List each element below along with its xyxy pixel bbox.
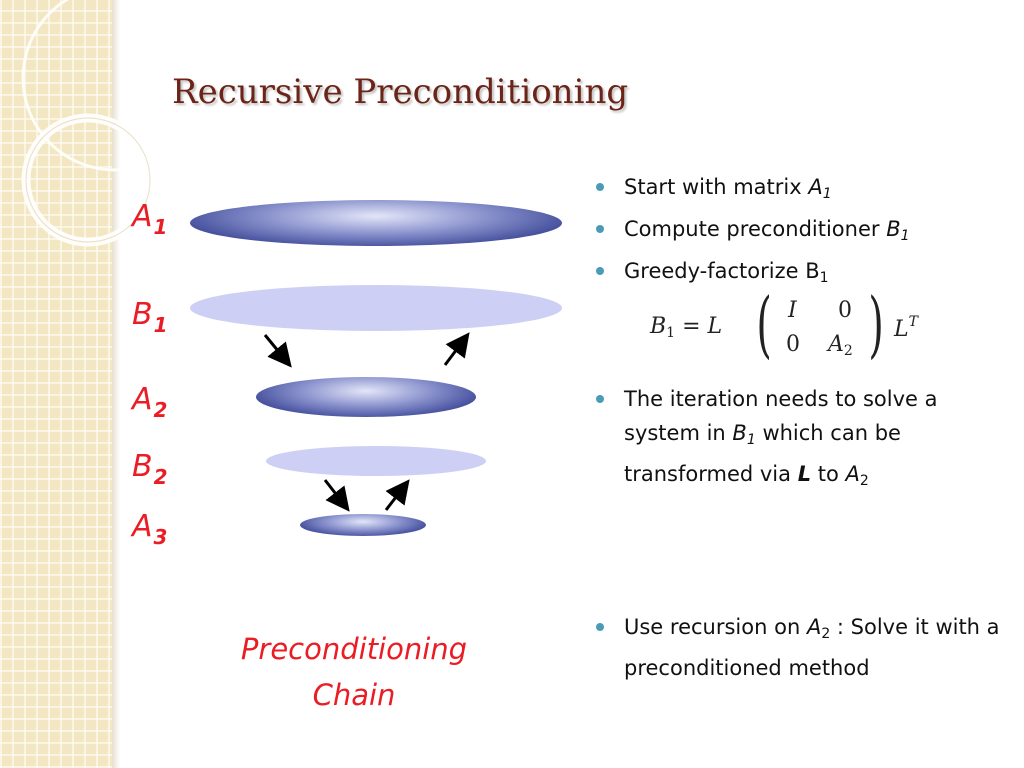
matrix-cell-12: 0 bbox=[838, 298, 852, 323]
arrow-up-right-upper bbox=[443, 332, 470, 366]
ellipse-a3 bbox=[300, 514, 426, 536]
formula-lhs-sub: 1 bbox=[666, 325, 676, 341]
bullet-4-var: B bbox=[732, 421, 747, 445]
bullet-4: The iteration needs to solve a system in… bbox=[596, 382, 1006, 498]
factorization-formula: B1 = L ( I 0 0 A2 ) LT bbox=[650, 288, 940, 366]
bullet-2-text: Compute preconditioner bbox=[624, 217, 887, 241]
label-b2: B2 bbox=[132, 449, 168, 489]
bullet-5-text-2: : Solve it with a preconditioned method bbox=[624, 615, 1000, 680]
label-b2-sub: 2 bbox=[153, 465, 168, 489]
ellipse-b2 bbox=[266, 446, 486, 476]
caption-line-1: Preconditioning bbox=[240, 632, 468, 666]
decorative-circles bbox=[21, 0, 200, 247]
bullet-dot-icon bbox=[596, 225, 604, 233]
bullet-4-sub: 1 bbox=[746, 432, 756, 448]
arrow-up-right-lower bbox=[384, 479, 410, 511]
slide-title: Recursive Preconditioning bbox=[172, 72, 629, 112]
left-paren-icon: ( bbox=[756, 282, 772, 366]
label-a1-letter: A bbox=[132, 199, 153, 234]
bullet-3-sub: 1 bbox=[819, 270, 829, 286]
bullet-2-sub: 1 bbox=[900, 228, 910, 244]
label-b1: B1 bbox=[132, 297, 168, 337]
label-a1-sub: 1 bbox=[153, 215, 168, 239]
label-a1: A1 bbox=[132, 199, 168, 239]
bullet-5-var: A bbox=[806, 615, 822, 639]
label-b1-letter: B bbox=[132, 297, 153, 332]
bullet-1-text: Start with matrix bbox=[624, 175, 809, 199]
label-a2-sub: 2 bbox=[153, 398, 168, 422]
arrow-down-left-lower bbox=[323, 479, 350, 512]
bullet-3-text: Greedy-factorize B bbox=[624, 259, 820, 283]
side-strip-shadow bbox=[112, 0, 120, 768]
bullet-dot-icon bbox=[596, 395, 604, 403]
formula-lhs-rest: = L bbox=[675, 314, 723, 339]
bullet-3: Greedy-factorize B1 bbox=[596, 254, 1006, 295]
caption-line-2: Chain bbox=[312, 678, 396, 712]
matrix-cell-22: A2 bbox=[828, 332, 853, 359]
ellipse-a1 bbox=[190, 200, 562, 246]
ellipse-a2 bbox=[256, 377, 476, 417]
right-paren-icon: ) bbox=[868, 282, 884, 366]
bullet-4-sub-2: 2 bbox=[859, 473, 869, 489]
label-a3-letter: A bbox=[132, 509, 153, 544]
matrix-cell-22-sub: 2 bbox=[843, 343, 853, 359]
matrix-cell-22-var: A bbox=[828, 332, 844, 357]
label-a2: A2 bbox=[132, 382, 168, 422]
bullet-1: Start with matrix A1 bbox=[596, 170, 1006, 211]
arrow-down-left-upper bbox=[263, 334, 292, 368]
matrix-cell-21: 0 bbox=[786, 332, 800, 357]
label-b1-sub: 1 bbox=[153, 313, 168, 337]
bullet-5-text-1: Use recursion on bbox=[624, 615, 807, 639]
formula-lhs: B1 = L bbox=[650, 314, 722, 341]
bullet-4-text-2: which can be transformed via bbox=[624, 421, 901, 486]
bullet-4-var-2: A bbox=[845, 462, 860, 486]
label-a2-letter: A bbox=[132, 382, 153, 417]
bullet-dot-icon bbox=[596, 623, 604, 631]
ellipse-b1 bbox=[190, 285, 562, 331]
bullet-2: Compute preconditioner B1 bbox=[596, 212, 1006, 253]
bullet-5: Use recursion on A2 : Solve it with a pr… bbox=[596, 610, 1006, 685]
matrix-cell-11: I bbox=[788, 298, 797, 323]
bullet-4-text-3: to bbox=[811, 462, 846, 486]
bullet-4-bold: L bbox=[797, 462, 812, 486]
bullet-5-sub: 2 bbox=[821, 626, 831, 642]
bullet-1-var: A bbox=[808, 175, 823, 199]
formula-lhs-var: B bbox=[650, 314, 667, 339]
label-a3: A3 bbox=[132, 509, 168, 549]
bullet-1-sub: 1 bbox=[822, 186, 832, 202]
formula-rhs-var: L bbox=[894, 317, 909, 342]
label-b2-letter: B bbox=[132, 449, 153, 484]
bullet-dot-icon bbox=[596, 183, 604, 191]
bullet-4-text-1: The iteration needs to solve a system in bbox=[624, 387, 938, 445]
bullet-dot-icon bbox=[596, 267, 604, 275]
formula-rhs-sup: T bbox=[908, 314, 918, 330]
bullet-2-var: B bbox=[886, 217, 901, 241]
formula-rhs: LT bbox=[894, 314, 918, 342]
label-a3-sub: 3 bbox=[153, 525, 168, 549]
diagram-caption: Preconditioning Chain bbox=[224, 626, 484, 718]
